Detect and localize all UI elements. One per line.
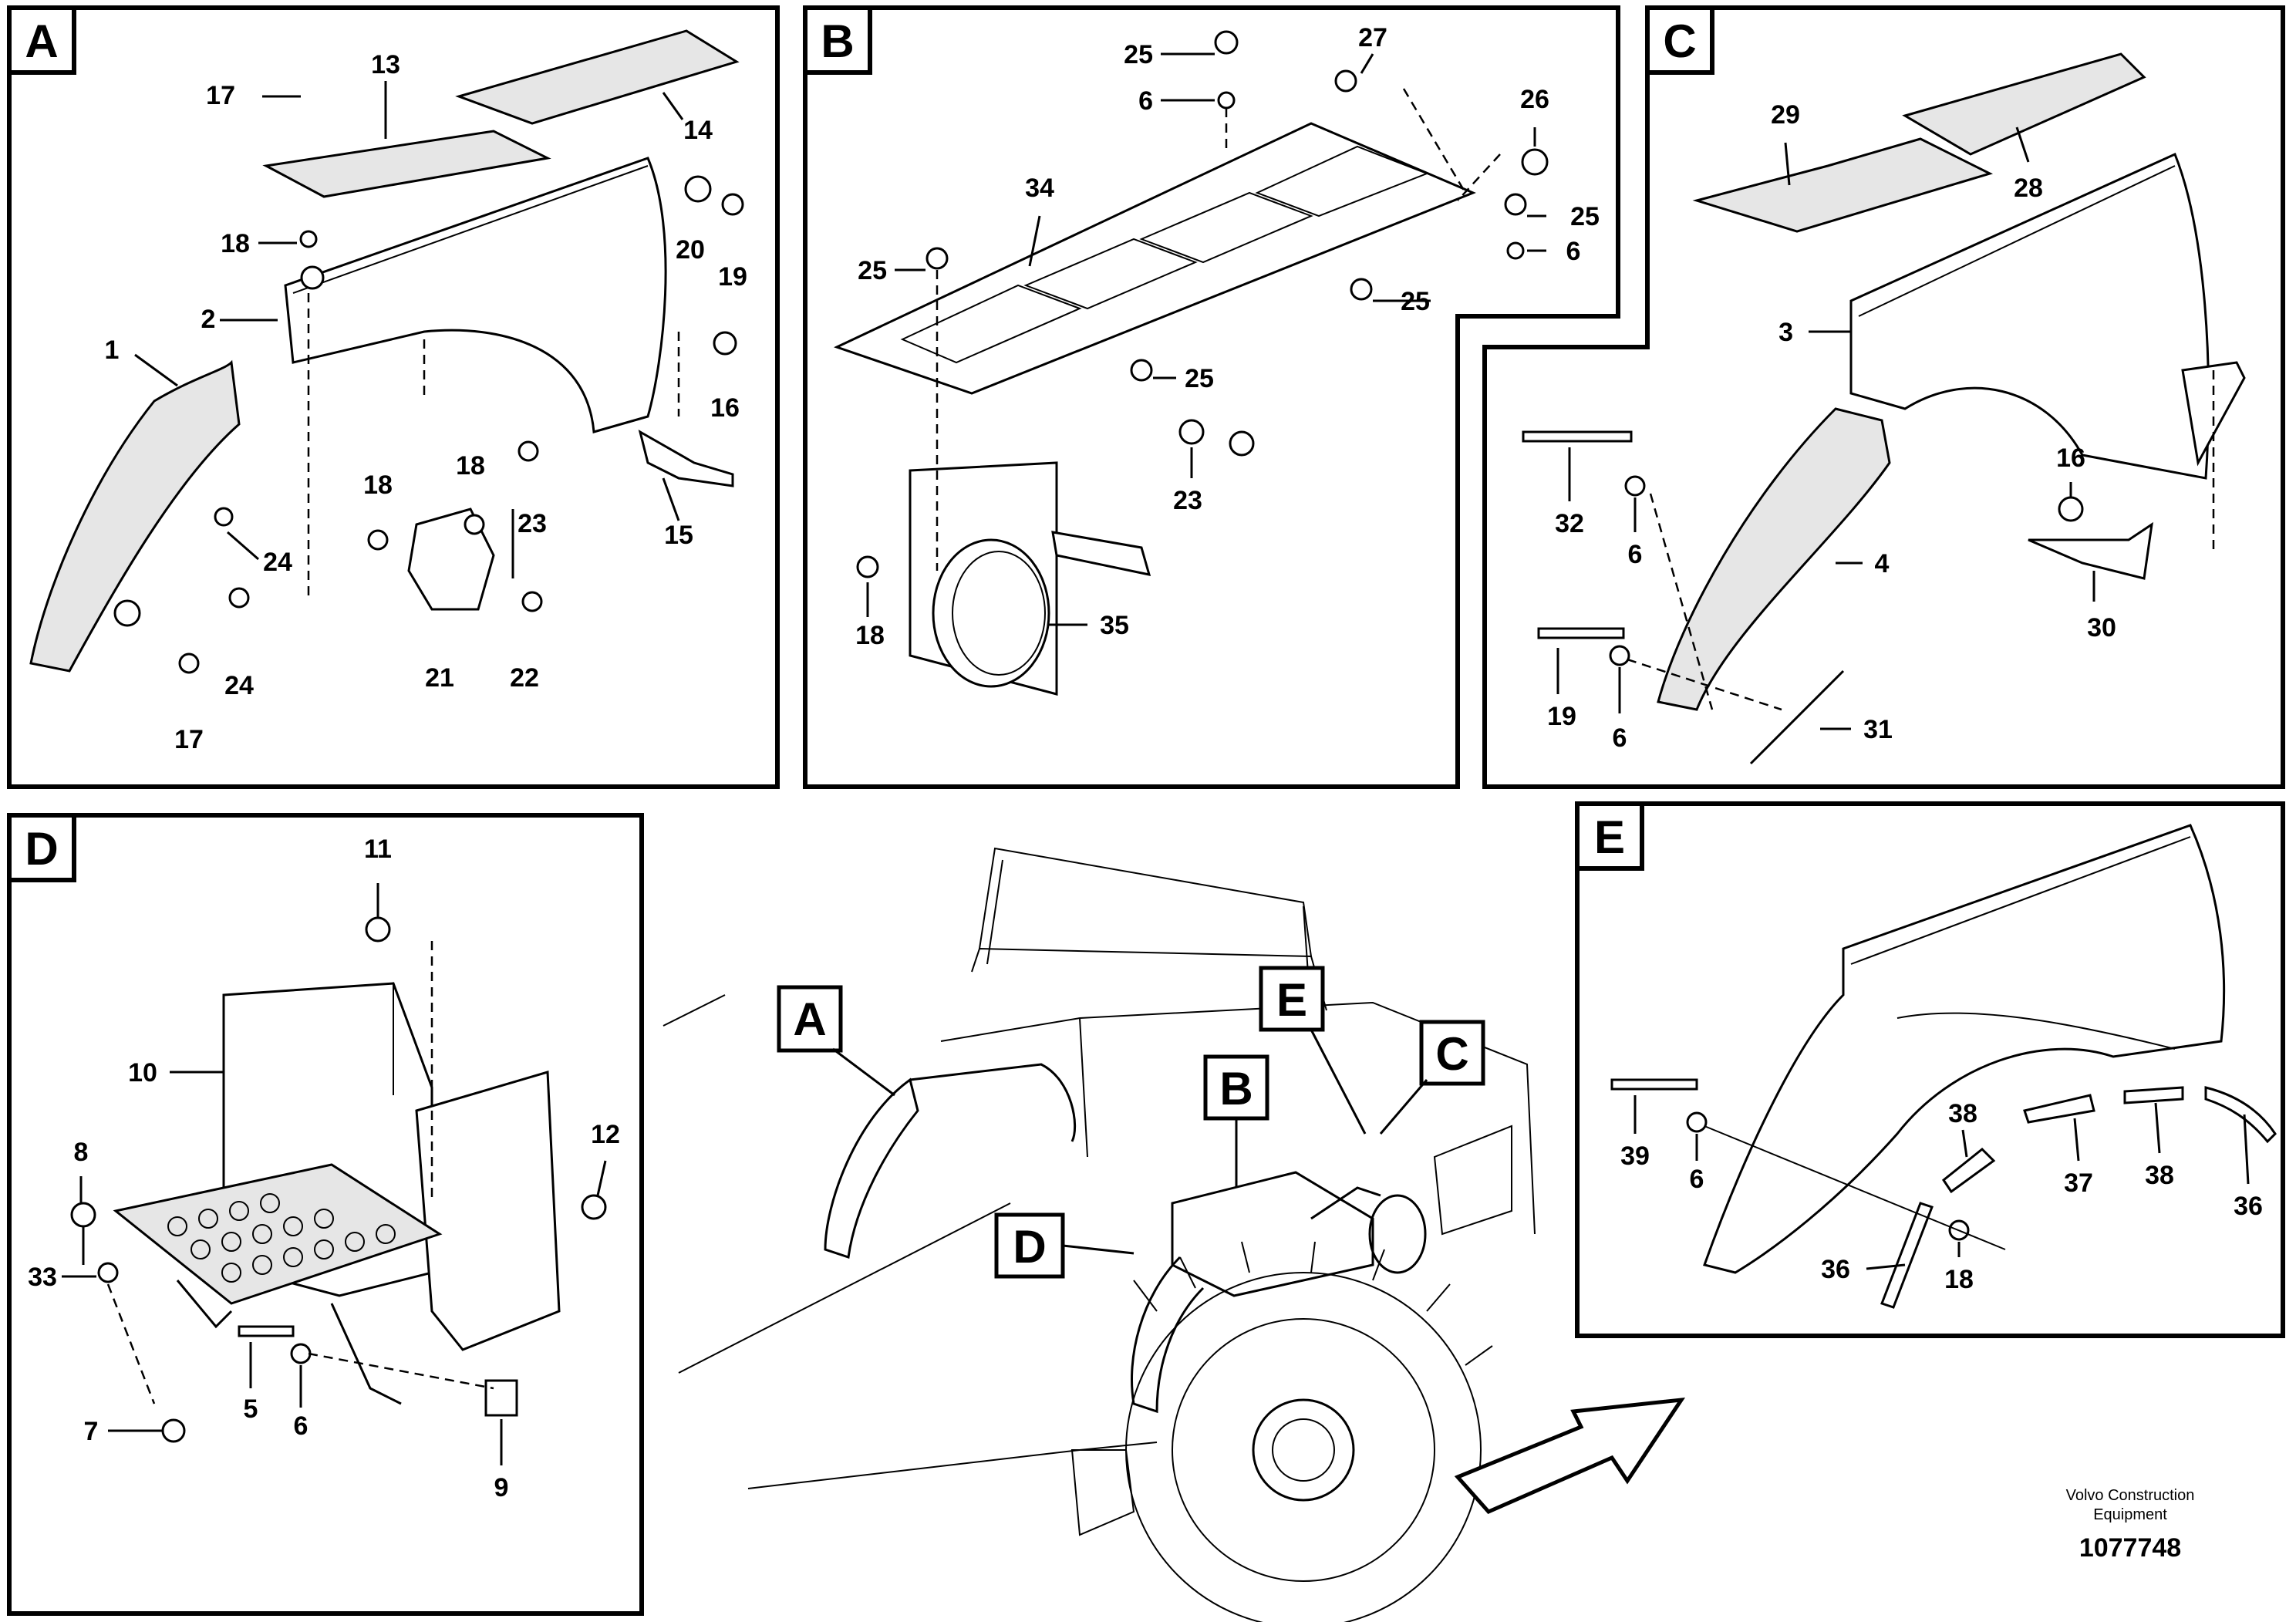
label-b-12: 18: [855, 621, 885, 650]
panel-c: C 29 28 3 16: [1482, 5, 2285, 789]
label-a-5: 20: [676, 235, 705, 265]
label-d-2: 10: [128, 1058, 157, 1088]
label-b-11: 23: [1173, 486, 1202, 515]
brand-line-2: Equipment: [2093, 1506, 2167, 1523]
label-e-7: 36: [1821, 1255, 1850, 1284]
brand-line-1: Volvo Construction: [2066, 1487, 2195, 1504]
label-c-9: 19: [1547, 702, 1576, 731]
label-a-9: 16: [710, 393, 740, 423]
label-a-10: 18: [363, 470, 393, 500]
label-a-7: 2: [201, 305, 216, 334]
label-c-4: 16: [2056, 443, 2085, 473]
label-e-3: 6: [1690, 1165, 1704, 1194]
label-b-7: 6: [1566, 237, 1581, 266]
panel-e-letter: E: [1594, 811, 1625, 863]
label-b-13: 35: [1100, 611, 1129, 640]
drawing-number: 1077748: [2079, 1533, 2181, 1563]
label-a-15: 24: [224, 671, 254, 700]
label-b-4: 26: [1520, 85, 1549, 114]
label-b-2: 27: [1358, 23, 1387, 52]
label-b-1: 25: [1124, 40, 1153, 69]
label-a-3: 14: [683, 116, 713, 145]
label-d-3: 12: [591, 1120, 620, 1149]
label-a-8: 1: [105, 336, 120, 365]
label-e-1: 38: [1948, 1099, 1977, 1128]
label-a-4: 18: [221, 229, 250, 258]
label-d-4: 8: [74, 1138, 89, 1167]
callout-b: B: [1219, 1063, 1253, 1114]
label-b-10: 25: [1185, 364, 1214, 393]
panel-a-letter: A: [25, 15, 58, 67]
label-a-18: 17: [174, 725, 204, 754]
label-c-8: 30: [2087, 613, 2116, 642]
label-d-6: 5: [244, 1394, 258, 1424]
callout-a: A: [793, 993, 826, 1045]
label-b-3: 6: [1138, 86, 1153, 116]
label-c-2: 28: [2014, 174, 2043, 203]
panel-b-letter: B: [821, 15, 854, 67]
label-a-6: 19: [718, 262, 747, 292]
label-c-1: 29: [1771, 100, 1800, 130]
label-e-4: 37: [2064, 1168, 2093, 1198]
machine-overview: A B C D E: [663, 847, 1686, 1622]
callout-e: E: [1276, 974, 1307, 1026]
label-b-5: 34: [1025, 174, 1054, 203]
label-b-9: 25: [1401, 287, 1430, 316]
label-e-5: 38: [2145, 1161, 2174, 1190]
panel-c-letter: C: [1663, 15, 1696, 67]
label-d-9: 9: [494, 1473, 509, 1502]
label-a-2: 13: [371, 50, 400, 79]
label-a-12: 23: [518, 509, 547, 538]
label-c-5: 32: [1555, 509, 1584, 538]
label-d-5: 33: [28, 1263, 57, 1292]
label-a-14: 15: [664, 521, 693, 550]
label-d-1: 11: [364, 835, 392, 864]
label-d-7: 6: [294, 1411, 308, 1441]
direction-arrow-icon: [1454, 1397, 1686, 1515]
label-e-6: 36: [2234, 1192, 2263, 1221]
label-b-6: 25: [1570, 202, 1600, 231]
label-e-8: 18: [1944, 1265, 1974, 1294]
label-c-11: 31: [1863, 715, 1893, 744]
panel-a: A: [7, 5, 780, 789]
callout-c: C: [1435, 1028, 1468, 1080]
panel-d-letter: D: [25, 823, 58, 875]
label-d-8: 7: [84, 1417, 99, 1446]
panel-b: B: [803, 5, 1620, 789]
label-c-7: 4: [1875, 549, 1890, 578]
label-a-11: 18: [456, 451, 485, 481]
label-a-16: 21: [425, 663, 454, 693]
label-c-3: 3: [1778, 318, 1793, 347]
label-a-1: 17: [206, 81, 235, 110]
panel-d: D: [7, 813, 644, 1616]
label-c-6: 6: [1628, 540, 1643, 569]
label-b-8: 25: [858, 256, 887, 285]
label-e-2: 39: [1620, 1141, 1650, 1171]
label-a-13: 24: [263, 548, 292, 577]
label-a-17: 22: [510, 663, 539, 693]
panel-e: E 38 39 6 37 38 36 36 18: [1575, 801, 2285, 1338]
footer: Volvo Construction Equipment 1077748: [2066, 1487, 2195, 1563]
callout-d: D: [1013, 1221, 1046, 1273]
label-c-10: 6: [1613, 723, 1627, 753]
